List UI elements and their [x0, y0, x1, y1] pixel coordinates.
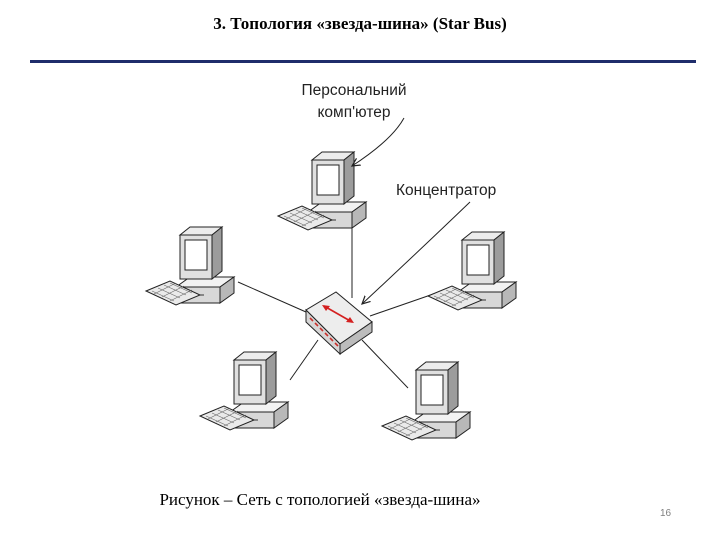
title-divider [30, 60, 696, 63]
cable-pc-bottom-right [361, 339, 409, 389]
pc-label-line2: комп'ютер [317, 104, 390, 121]
cable-pc-left [237, 281, 307, 313]
hub-icon [305, 291, 373, 356]
pc-bottom-right-icon [381, 361, 471, 441]
page-number: 16 [660, 508, 672, 519]
hub-callout-arrow [362, 201, 471, 304]
pc-bottom-left-icon [199, 351, 289, 431]
hub-label: Концентратор [396, 182, 496, 199]
pc-right-icon [427, 231, 517, 311]
pc-left-icon [145, 226, 235, 306]
pc-label-line1: Персональний [301, 82, 406, 99]
cable-pc-bottom-left [289, 339, 319, 381]
slide-title: 3. Топология «звезда-шина» (Star Bus) [213, 14, 507, 33]
pc-callout-arrow [352, 117, 405, 166]
figure-caption: Рисунок – Сеть с топологией «звезда-шина… [159, 490, 481, 509]
pc-top-icon [277, 151, 367, 231]
